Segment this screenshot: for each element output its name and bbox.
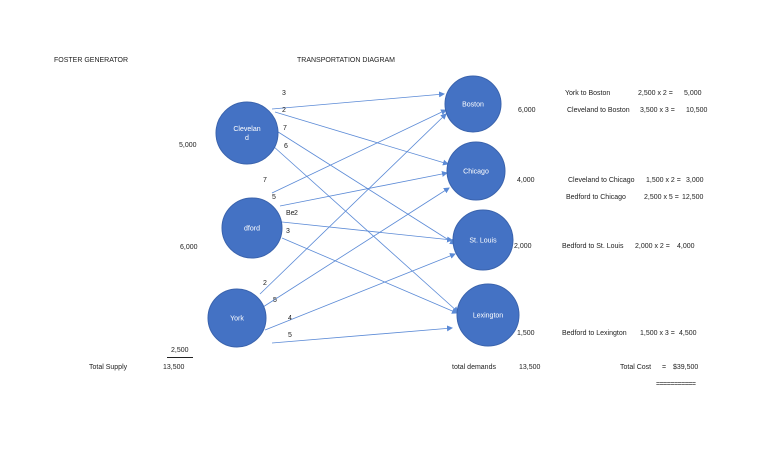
cost-label-york-stlouis: 4 [288,315,292,322]
destination-label-boston: Boston [462,102,484,109]
arrow-york-chicago [262,187,450,308]
arrow-cleveland-stlouis [274,129,456,245]
cost-label-bedford-chicago: 5 [272,194,276,201]
total-supply-value: 13,500 [163,364,185,371]
arrow-york-stlouis [264,253,456,331]
assignment-calc: 2,000 x 2 = [635,243,670,250]
arrow-york-boston [259,113,447,295]
demand-chicago: 4,000 [517,177,535,184]
source-label-bedford: dford [244,226,260,233]
bedford-prefix-label: Be [286,210,295,217]
supply-york: 2,500 [171,347,189,354]
source-node-bedford [221,197,283,259]
demand-stlouis: 2,000 [514,243,532,250]
assignment-route: Bedford to St. Louis [562,243,624,250]
cost-label-bedford-boston: 7 [263,177,267,184]
total-cost-value: $39,500 [673,364,699,371]
total-cost-double-rule: =========== [656,381,696,388]
total-supply-label: Total Supply [89,364,128,371]
destination-label-lexington: Lexington [473,313,503,320]
supply-underline [167,357,193,358]
assignment-route: Cleveland to Boston [567,107,630,114]
assignment-calc: 2,500 x 2 = [638,90,673,97]
assignment-route: Bedford to Chicago [566,194,626,201]
assignment-result: 3,000 [686,177,704,184]
assignment-calc: 1,500 x 3 = [640,330,675,337]
cost-label-cleveland-chicago: 2 [282,107,286,114]
arrow-york-lexington [271,325,453,344]
cost-label-bedford-lexington: 3 [286,228,290,235]
assignment-route: Cleveland to Chicago [568,177,635,184]
assignment-result: 12,500 [682,194,704,201]
cost-label-cleveland-lexington: 6 [284,143,288,150]
cost-label-bedford-stlouis: 2 [294,210,298,217]
assignment-result: 10,500 [686,107,708,114]
assignment-route: York to Boston [565,90,611,97]
total-demand-label: total demands [452,364,496,371]
arrow-cleveland-boston [271,91,445,110]
demand-boston: 6,000 [518,107,536,114]
arrow-cleveland-chicago [274,111,449,166]
total-demand-value: 13,500 [519,364,541,371]
assignment-result: 5,000 [684,90,702,97]
source-label-cleveland: d [245,135,249,142]
destination-node-boston [444,75,502,133]
assignment-calc: 3,500 x 3 = [640,107,675,114]
destination-node-stlouis [452,209,514,271]
supply-cleveland: 5,000 [179,142,197,149]
destination-label-chicago: Chicago [463,169,489,176]
company-title: FOSTER GENERATOR [54,57,129,64]
source-label-cleveland: Clevelan [233,126,260,133]
assignment-route: Bedford to Lexington [562,330,627,337]
arrow-bedford-lexington [281,237,458,314]
assignment-result: 4,000 [677,243,695,250]
assignment-calc: 2,500 x 5 = [644,194,679,201]
total-cost-equals: = [662,364,667,371]
arrow-bedford-chicago [279,171,448,207]
total-cost-label: Total Cost [620,364,652,371]
arrow-bedford-stlouis [281,221,453,243]
assignment-result: 4,500 [679,330,697,337]
destination-node-lexington [456,283,520,347]
destination-label-stlouis: St. Louis [469,238,497,245]
arrow-bedford-boston [271,109,447,194]
arrow-cleveland-lexington [272,145,459,313]
cost-label-york-lexington: 5 [288,332,292,339]
cost-label-cleveland-stlouis: 7 [283,125,287,132]
assignment-calc: 1,500 x 2 = [646,177,681,184]
destination-node-chicago [446,141,506,201]
diagram-title: TRANSPORTATION DIAGRAM [297,57,396,64]
cost-label-york-chicago: 5 [273,297,277,304]
cost-label-york-boston: 2 [263,280,267,287]
demand-lexington: 1,500 [517,330,535,337]
source-label-york: York [230,316,244,323]
source-node-york [207,288,267,348]
supply-bedford: 6,000 [180,244,198,251]
cost-label-cleveland-boston: 3 [282,90,286,97]
source-node-cleveland [215,101,279,165]
